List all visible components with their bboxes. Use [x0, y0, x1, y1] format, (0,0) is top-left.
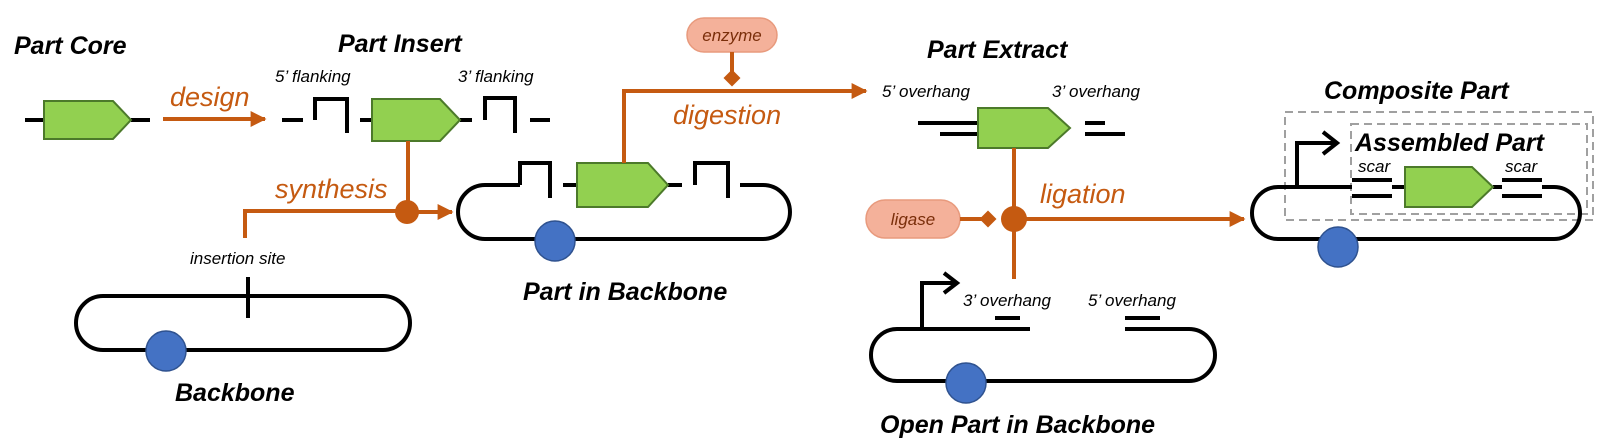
- origin-icon: [145, 330, 187, 372]
- ligation-label: ligation: [1040, 179, 1126, 209]
- promoter-icon: [1295, 141, 1335, 187]
- scar-right-label: scar: [1505, 157, 1538, 176]
- part-in-backbone-title: Part in Backbone: [523, 278, 727, 306]
- scar-left-label: scar: [1358, 157, 1391, 176]
- cds-icon: [977, 107, 1072, 149]
- design-label: design: [170, 82, 250, 112]
- part-extract-title: Part Extract: [927, 36, 1069, 64]
- backbone-title: Backbone: [175, 379, 295, 407]
- overhang5-extract-label: 5’ overhang: [882, 82, 970, 101]
- promoter-arrowhead-icon: [942, 271, 961, 295]
- enzyme-diamond: [723, 69, 741, 87]
- overhang3-extract-label: 3’ overhang: [1052, 82, 1140, 101]
- flank5-label: 5’ flanking: [275, 67, 351, 86]
- assembled-part-title: Assembled Part: [1354, 129, 1546, 157]
- cds-icon: [1404, 166, 1495, 208]
- promoter-arrowhead-icon: [1321, 130, 1341, 156]
- composite-part-title: Composite Part: [1324, 77, 1510, 105]
- backbone-glyph: [74, 277, 412, 372]
- part-in-backbone-glyph: [456, 161, 792, 262]
- part-insert-title: Part Insert: [338, 30, 463, 58]
- insertion-site-label: insertion site: [190, 249, 285, 268]
- synthesis-node: [395, 200, 419, 224]
- origin-icon: [1317, 226, 1359, 268]
- enzyme-label: enzyme: [702, 26, 762, 45]
- origin-icon: [945, 362, 987, 404]
- digestion-label: digestion: [673, 100, 781, 130]
- open-backbone-glyph: [869, 271, 1217, 404]
- cds-icon: [43, 100, 133, 140]
- part-core-title: Part Core: [14, 32, 127, 60]
- ligase-label: ligase: [891, 210, 935, 229]
- ligation-node: [1001, 206, 1027, 232]
- part-core-glyph: [25, 100, 150, 140]
- digestion-arrow: [622, 83, 868, 163]
- backbone-to-synthesis-line: [243, 209, 399, 238]
- assembled-part-box: [1350, 123, 1588, 215]
- cds-icon: [371, 98, 462, 142]
- promoter-icon: [920, 281, 955, 329]
- synthesis-label: synthesis: [275, 174, 388, 204]
- origin-icon: [534, 220, 576, 262]
- ligase-diamond: [979, 210, 997, 228]
- overhang5-open-label: 5’ overhang: [1088, 291, 1176, 310]
- open-part-in-backbone-title: Open Part in Backbone: [880, 411, 1155, 439]
- flank3-label: 3’ flanking: [458, 67, 534, 86]
- part-extract-glyph: [918, 107, 1125, 149]
- cds-icon: [576, 162, 670, 208]
- overhang3-open-label: 3’ overhang: [963, 291, 1051, 310]
- part-insert-glyph: [282, 96, 550, 142]
- composite-part-glyph: [1250, 130, 1582, 268]
